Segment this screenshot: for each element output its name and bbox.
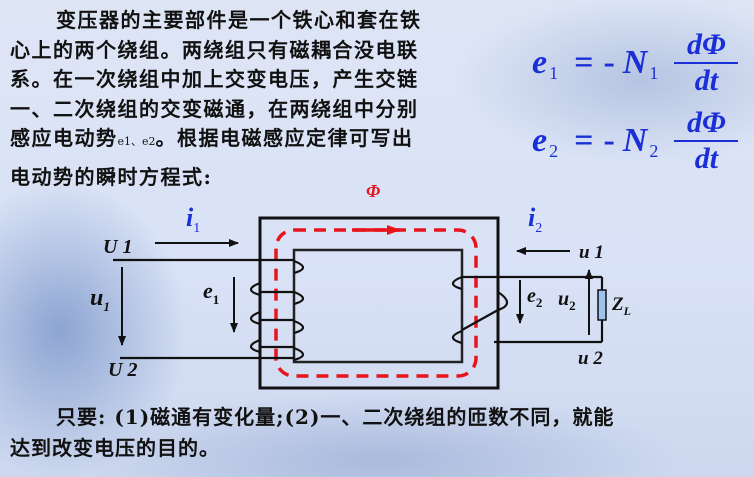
primary-winding: [113, 258, 305, 362]
conclusion-line-2: 达到改变电压的目的。: [10, 436, 220, 460]
fraction-bar: [674, 62, 739, 64]
intro-line-5-tail: 。根据电磁感应定律可写出: [155, 126, 414, 150]
flux-label: Φ: [366, 181, 380, 201]
i1-label: i1: [186, 203, 200, 236]
load-impedance: [597, 289, 607, 321]
conclusion-text: 只要: (1)磁通有变化量;(2)一、二次绕组的匝数不同，就能 达到改变电压的目…: [10, 402, 750, 464]
formula-lhs-sub: 2: [549, 140, 559, 161]
i2-label: i2: [528, 203, 542, 236]
formula-minus: -: [603, 44, 615, 81]
formula-equals: =: [574, 122, 594, 159]
output-top-label: u 1: [579, 242, 604, 263]
intro-line-4: 一、二次绕组的交变磁通，在两绕组中分别: [10, 96, 419, 121]
intro-line-3: 系。在一次绕组中加上交变电压，产生交链: [10, 67, 419, 91]
formula-fraction: dΦ dt: [674, 106, 739, 176]
U1-label: U 1: [103, 236, 132, 258]
formula-lhs-sub: 1: [549, 62, 559, 83]
conclusion-line-1: 只要: (1)磁通有变化量;(2)一、二次绕组的匝数不同，就能: [56, 405, 615, 429]
e1-label: e1: [203, 278, 219, 307]
intro-line-2: 心上的两个绕组。两绕组只有磁耦合没电联: [10, 37, 419, 62]
intro-line-6: 电动势的瞬时方程式:: [10, 164, 213, 189]
flux-path: [274, 225, 478, 378]
iron-core: [258, 216, 500, 390]
intro-line-5: 感应电动势e1、e2。根据电磁感应定律可写出: [10, 124, 500, 157]
formula-coef-sub: 1: [649, 62, 659, 83]
formula-lhs: e: [532, 44, 548, 81]
U2-label: U 2: [108, 359, 137, 381]
formula-numerator: dΦ: [687, 28, 726, 61]
formula-denominator: dt: [694, 142, 719, 175]
formula-denominator: dt: [694, 64, 719, 97]
formula-coef: N: [622, 44, 648, 81]
formula-minus: -: [603, 122, 615, 159]
formula-equals: =: [574, 44, 594, 81]
secondary-winding: [451, 275, 604, 345]
u1-label: u1: [90, 285, 110, 314]
formula-coef: N: [622, 122, 648, 159]
fraction-bar: [674, 140, 739, 142]
emf-symbols: e1、e2: [117, 135, 156, 148]
formula-coef-sub: 2: [649, 140, 659, 161]
intro-line-5-text: 感应电动势: [10, 126, 118, 150]
u2-label: u2: [558, 288, 576, 313]
formula-fraction: dΦ dt: [674, 28, 739, 98]
e2-label: e2: [527, 285, 542, 310]
formula-lhs: e: [532, 122, 548, 159]
output-bottom-label: u 2: [578, 348, 603, 369]
intro-line-1: 变压器的主要部件是一个铁心和套在铁: [56, 8, 422, 32]
load-label: ZL: [611, 294, 631, 318]
intro-paragraph: 变压器的主要部件是一个铁心和套在铁 心上的两个绕组。两绕组只有磁耦合没电联 系。…: [10, 6, 500, 192]
formula-numerator: dΦ: [687, 106, 726, 139]
